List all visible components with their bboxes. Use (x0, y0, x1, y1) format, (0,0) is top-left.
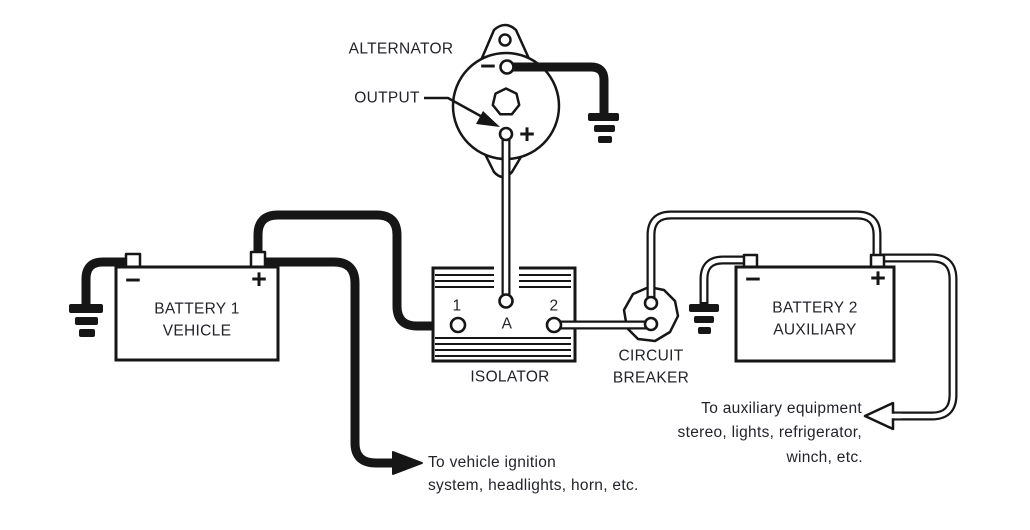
isolator-terminal-a-stud (498, 293, 514, 309)
breaker-terminal-bottom (643, 316, 659, 332)
ground-bar (69, 304, 103, 313)
circuit-breaker-label-line1: CIRCUIT (618, 347, 684, 365)
battery1-to-vehicle-loads-wire (263, 257, 394, 468)
isolator-terminal-a-label: A (501, 315, 513, 333)
auxiliary-loads-note-line2: stereo, lights, refrigerator, (677, 424, 862, 441)
output-pointer-arrowhead-icon (476, 111, 500, 127)
battery1-ground-wire (81, 257, 131, 304)
isolator-terminal-2-stud (545, 316, 563, 334)
isolator-label: ISOLATOR (470, 368, 550, 386)
alternator-positive-sign: + (519, 118, 535, 149)
ground-symbol-battery2 (689, 304, 719, 334)
ground-bar (689, 304, 719, 312)
battery2-case (734, 265, 896, 363)
auxiliary-loads-note-line1: To auxiliary equipment (701, 400, 862, 417)
ground-bar (698, 327, 711, 334)
battery2-type-label: AUXILIARY (773, 321, 857, 339)
battery1-type-label: VEHICLE (162, 322, 232, 340)
circuit-breaker-label-line2: BREAKER (612, 369, 690, 387)
battery1 (114, 250, 280, 362)
ground-bar (79, 329, 95, 337)
auxiliary-loads-note-line3: winch, etc. (786, 449, 863, 466)
breaker-to-battery2-wire-core (648, 212, 880, 303)
isolator (431, 265, 577, 363)
isolator-terminal-1-stud (449, 316, 467, 334)
vehicle-loads-note-line1: To vehicle ignition (428, 454, 557, 471)
alternator-mount-hole-icon (498, 33, 512, 47)
alternator-shaft-nut-icon (491, 87, 521, 116)
battery2-to-auxiliary-wire-core (882, 255, 956, 419)
battery1-name-label: BATTERY 1 (154, 300, 240, 318)
ground-symbol-alternator (588, 113, 619, 143)
ground-bar (694, 316, 714, 323)
ground-bar (594, 125, 615, 132)
battery2-name-label: BATTERY 2 (772, 299, 858, 317)
breaker-terminal-top (643, 295, 659, 311)
ground-bar (588, 113, 619, 121)
vehicle-loads-arrowhead-icon (392, 451, 423, 475)
isolator-terminal-1-label: 1 (452, 297, 462, 315)
battery2-ground-wire-core (701, 257, 748, 302)
battery1-positive-sign: + (251, 263, 267, 294)
battery2-positive-sign: + (870, 262, 886, 293)
battery1-to-isolator-wire (253, 210, 453, 331)
alternator-output-label: OUTPUT (354, 89, 420, 107)
output-pointer-line (424, 96, 487, 121)
alternator-ground-wire (510, 62, 609, 113)
alternator-negative-stud (499, 59, 515, 75)
alternator-label: ALTERNATOR (348, 40, 454, 58)
alternator-negative-sign: − (480, 50, 496, 81)
ground-bar (598, 136, 612, 143)
battery1-case (114, 265, 280, 362)
battery2-negative-sign: − (745, 263, 761, 294)
alternator-positive-stud (498, 126, 514, 142)
isolator-terminal-2-label: 2 (549, 297, 559, 315)
ground-symbol-battery1 (69, 304, 103, 337)
ground-bar (75, 317, 98, 325)
vehicle-loads-note-line2: system, headlights, horn, etc. (428, 477, 639, 494)
isolator-bottom-fins (435, 337, 571, 357)
battery1-negative-sign: − (125, 264, 141, 295)
battery2 (734, 253, 896, 363)
